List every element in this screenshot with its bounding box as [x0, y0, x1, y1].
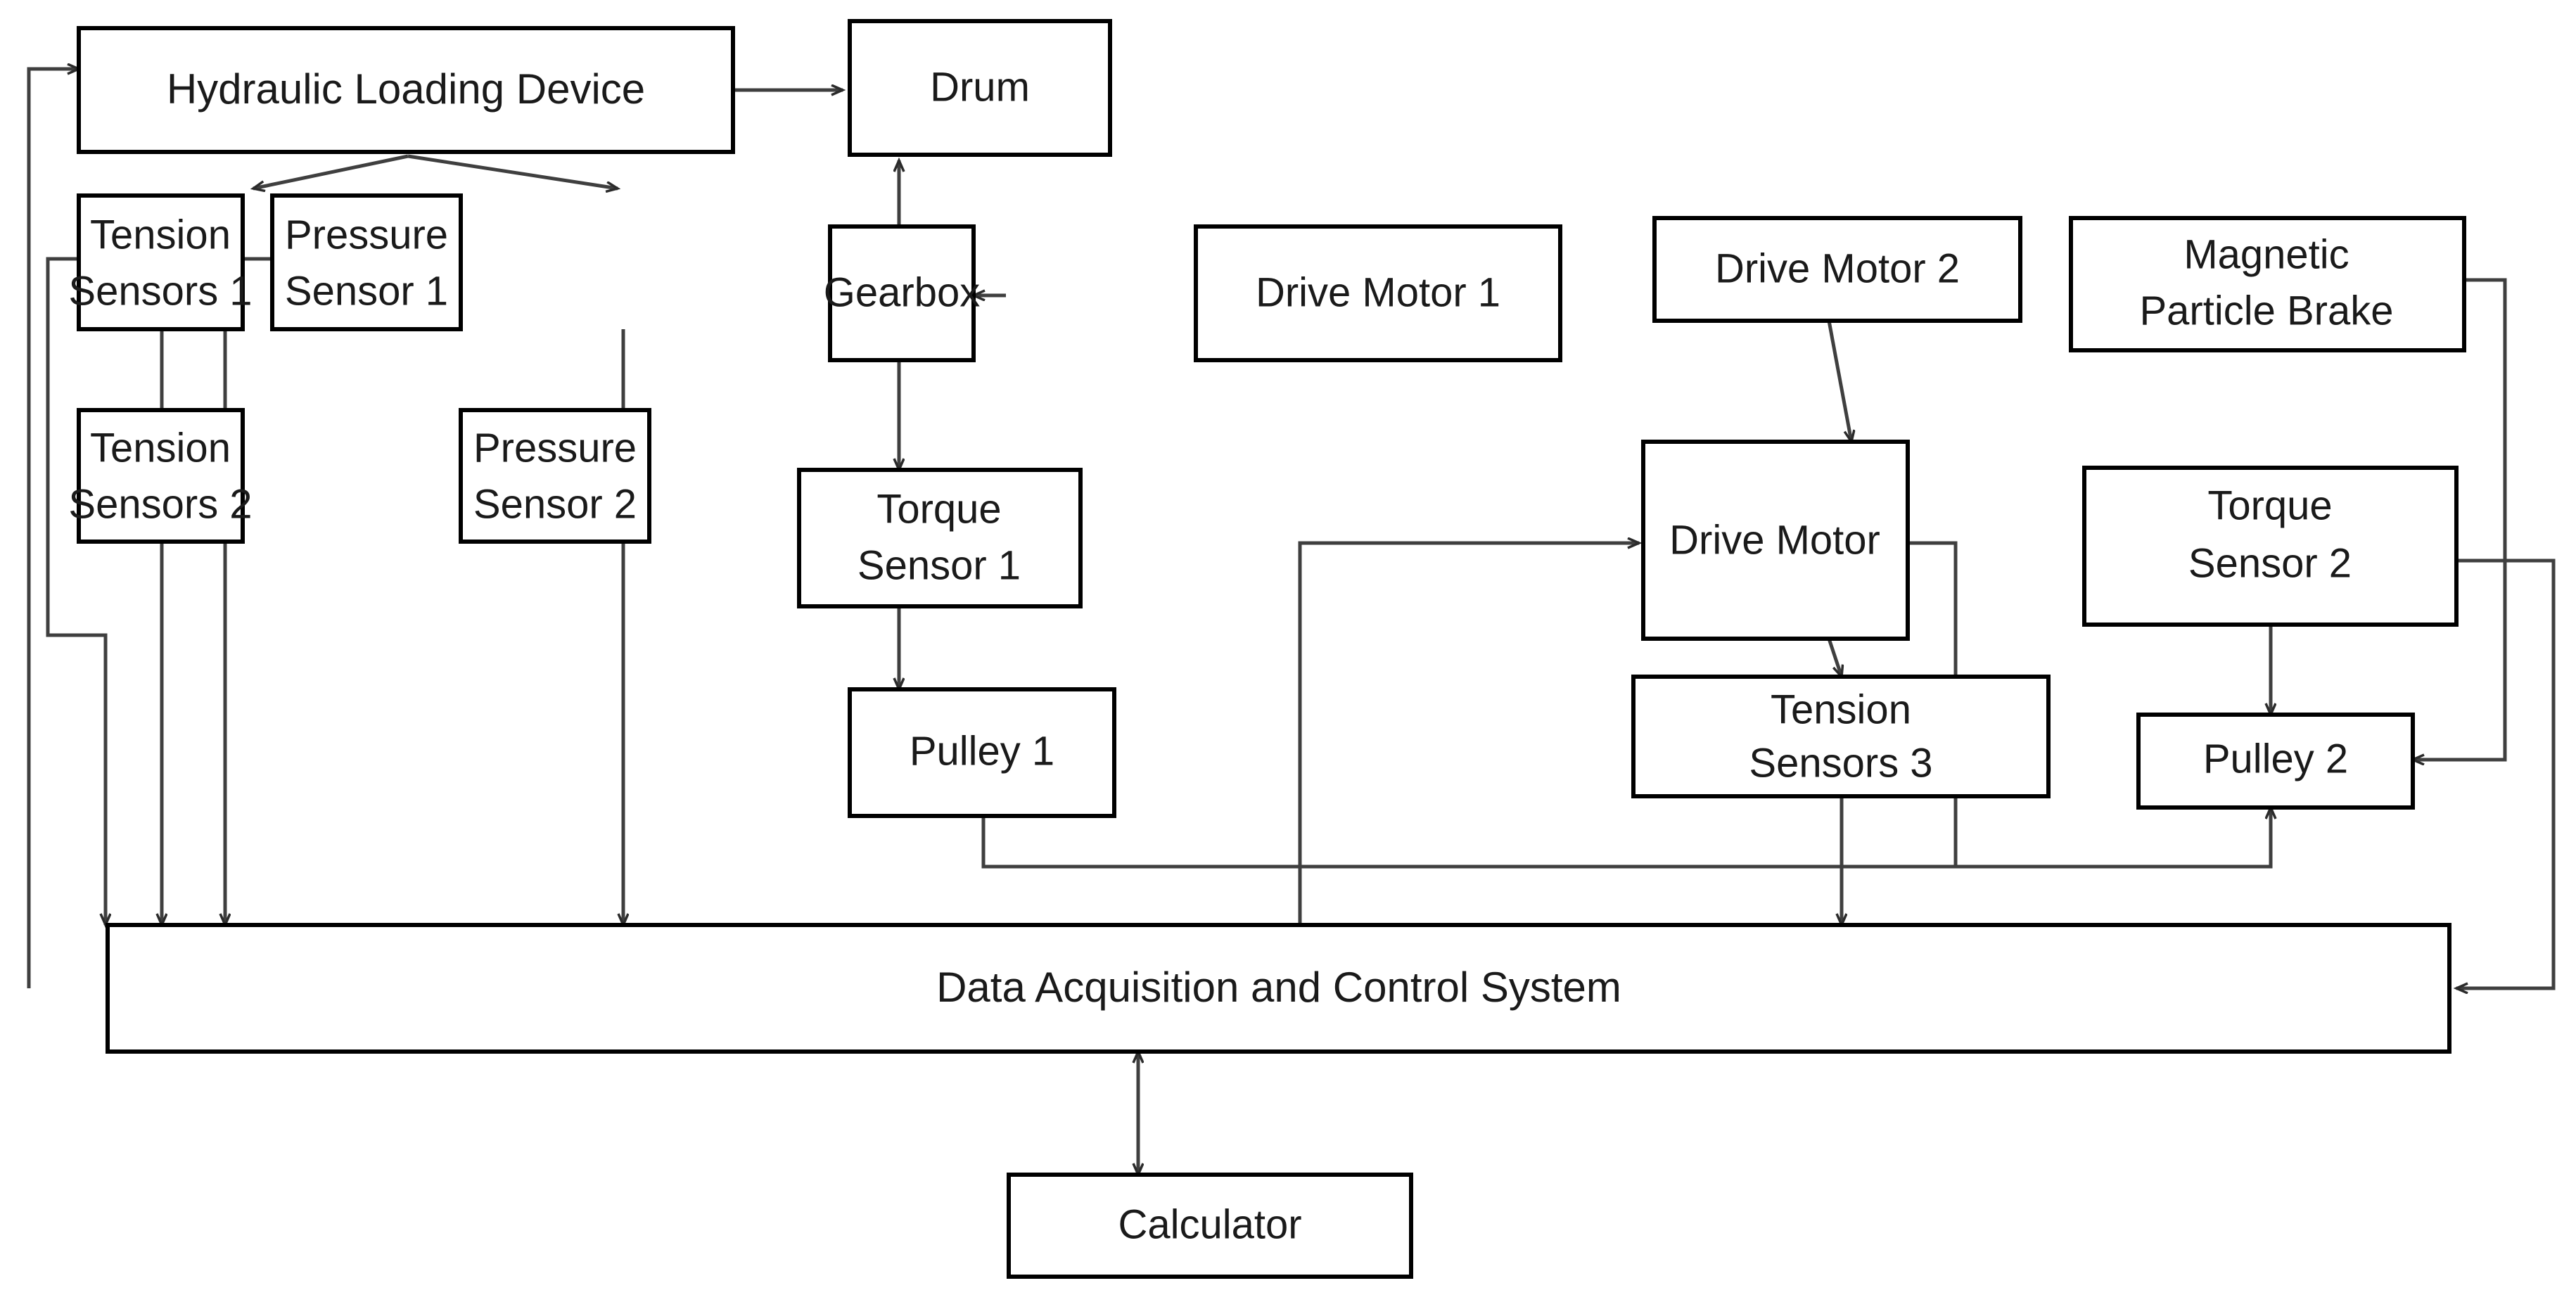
node-torque-sensor-1-label-line-1: Torque [876, 486, 1001, 532]
node-data-acquisition-and-control-system-label: Data Acquisition and Control System [936, 964, 1621, 1011]
node-pulley-1-label: Pulley 1 [910, 728, 1054, 774]
node-torque-sensor-1-label-line-2: Sensor 1 [857, 542, 1021, 588]
node-calculator-label: Calculator [1118, 1201, 1301, 1247]
node-drive-motor-2[interactable]: Drive Motor 2 [1652, 216, 2022, 323]
node-pressure-sensor-1-label-line-2: Sensor 1 [285, 268, 448, 314]
node-drive-motor[interactable]: Drive Motor [1641, 440, 1910, 641]
node-tension-sensors-1-label-line-1: Tension [90, 212, 231, 257]
node-pressure-sensor-1[interactable]: Pressure Sensor 1 [270, 193, 463, 331]
edge-drive-motor-to-tension-sensors-3 [1827, 638, 1842, 677]
node-tension-sensors-2-label-line-2: Sensors 2 [68, 481, 252, 527]
node-tension-sensors-3-label-line-2: Sensors 3 [1749, 740, 1932, 786]
node-tension-sensors-2-label-line-1: Tension [90, 425, 231, 471]
node-pressure-sensor-2-label-line-1: Pressure [473, 425, 637, 471]
node-calculator[interactable]: Calculator [1007, 1173, 1413, 1279]
node-drum[interactable]: Drum [848, 19, 1112, 157]
node-drum-label: Drum [930, 64, 1030, 110]
node-tension-sensors-3[interactable]: Tension Sensors 3 [1631, 675, 2051, 798]
edge-pulley-1-to-pulley-2 [981, 808, 2271, 869]
node-tension-sensors-1[interactable]: Tension Sensors 1 [68, 193, 253, 331]
node-torque-sensor-2-label-line-1: Torque [2207, 483, 2332, 528]
node-drive-motor-label: Drive Motor [1669, 517, 1880, 563]
node-torque-sensor-2[interactable]: Torque Sensor 2 [2082, 466, 2459, 627]
node-pulley-2[interactable]: Pulley 2 [2136, 713, 2415, 810]
edge-torque-sensor-2-to-dacs [2456, 559, 2556, 988]
node-gearbox[interactable]: Gearbox [824, 224, 980, 362]
edge-hydraulic-loading-device-to-pressure-sensor-1 [407, 154, 618, 189]
node-tension-sensors-1-label-line-2: Sensors 1 [68, 268, 252, 314]
node-pressure-sensor-2-label-line-2: Sensor 2 [473, 481, 637, 527]
node-magnetic-particle-brake-label-line-2: Particle Brake [2139, 288, 2393, 333]
node-hydraulic-loading-device[interactable]: Hydraulic Loading Device [77, 26, 735, 154]
node-pressure-sensor-1-label-line-1: Pressure [285, 212, 448, 257]
node-tension-sensors-3-label-line-1: Tension [1771, 687, 1911, 732]
edge-pressure-sensor-1-to-dacs [225, 257, 272, 925]
node-hydraulic-loading-device-label: Hydraulic Loading Device [167, 65, 645, 113]
node-magnetic-particle-brake[interactable]: Magnetic Particle Brake [2069, 216, 2466, 352]
node-drive-motor-1[interactable]: Drive Motor 1 [1194, 224, 1562, 362]
node-drive-motor-2-label: Drive Motor 2 [1715, 245, 1960, 291]
node-layer: Hydraulic Loading Device Drum Tension Se… [68, 19, 2466, 1279]
edge-hydraulic-loading-device-to-tension-sensors-1 [253, 154, 409, 189]
edge-magnetic-particle-brake-to-pulley-2 [2413, 278, 2507, 760]
node-tension-sensors-2[interactable]: Tension Sensors 2 [68, 408, 253, 544]
edge-dacs-to-hydraulic-loading-device [27, 69, 79, 988]
node-gearbox-label: Gearbox [824, 269, 980, 315]
node-pressure-sensor-2[interactable]: Pressure Sensor 2 [459, 408, 651, 544]
node-pulley-2-label: Pulley 2 [2203, 736, 2348, 781]
node-torque-sensor-2-label-line-2: Sensor 2 [2188, 540, 2352, 586]
node-magnetic-particle-brake-label-line-1: Magnetic [2183, 231, 2349, 277]
node-torque-sensor-1[interactable]: Torque Sensor 1 [797, 468, 1083, 608]
edge-dacs-to-drive-motor [1298, 543, 1639, 925]
node-pulley-1[interactable]: Pulley 1 [848, 687, 1116, 818]
node-drive-motor-1-label: Drive Motor 1 [1256, 269, 1500, 315]
node-data-acquisition-and-control-system[interactable]: Data Acquisition and Control System [106, 923, 2451, 1054]
edge-tension-sensors-1-to-dacs [46, 257, 106, 925]
edge-drive-motor-2-to-drive-motor [1827, 320, 1851, 442]
